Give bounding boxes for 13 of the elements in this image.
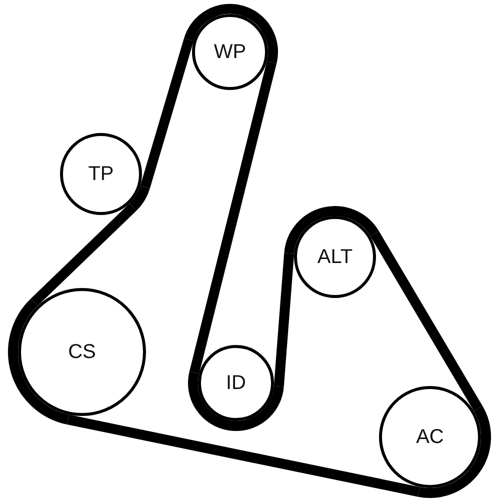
belt-strand — [30, 204, 136, 306]
pulley — [294, 216, 376, 298]
pulley-label: CS — [68, 342, 96, 362]
pulley-label: WP — [214, 42, 246, 62]
pulley-label: TP — [88, 164, 114, 184]
pulley-label: ID — [226, 373, 246, 393]
belt-strand — [370, 231, 482, 411]
belt-strand — [274, 253, 294, 387]
belt-strand — [67, 414, 420, 497]
pulley-label: ALT — [317, 247, 353, 267]
belt-strand — [140, 38, 194, 188]
belt-strand — [189, 61, 277, 374]
pulley-label: AC — [416, 427, 444, 447]
